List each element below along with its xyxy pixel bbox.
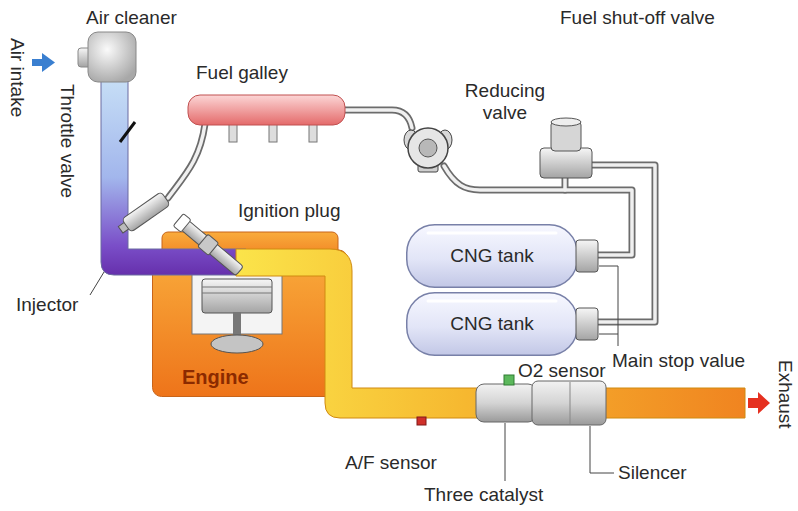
part-label: Three catalyst — [424, 484, 543, 506]
label-anchor: Air intake — [6, 38, 28, 117]
catalyst — [476, 384, 536, 422]
label-anchor: Fuel galley — [196, 62, 288, 84]
part-label: Fuel galley — [196, 62, 288, 84]
label-anchor: Ignition plug — [238, 200, 340, 222]
spark-plug — [173, 214, 245, 278]
label-anchor: Injector — [16, 294, 78, 316]
leader-line — [90, 272, 104, 295]
air-cleaner — [78, 32, 136, 82]
engine-label: Engine — [182, 366, 249, 389]
injector-body — [116, 192, 170, 237]
label-anchor: Throttle valve — [56, 84, 78, 198]
silencer — [532, 381, 606, 425]
main-stop-valve — [576, 240, 598, 340]
part-label: Silencer — [618, 462, 687, 484]
part-label: Ignition plug — [238, 200, 340, 222]
reducing-valve — [404, 128, 452, 172]
cng-tank: CNG tank — [406, 224, 578, 288]
label-anchor: Air cleaner — [86, 7, 177, 29]
leader-line — [505, 423, 614, 481]
label-anchor: Fuel shut-off valve — [560, 7, 715, 29]
throttle-plate — [120, 122, 135, 142]
part-label: Exhaust — [774, 360, 796, 429]
fuel-line — [168, 110, 655, 322]
part-label: Fuel shut-off valve — [560, 7, 715, 29]
label-anchor: Exhaust — [774, 360, 796, 429]
label-anchor: Reducing valve — [455, 80, 555, 124]
part-label: Air intake — [6, 38, 28, 117]
label-anchor: Silencer — [618, 462, 687, 484]
part-label: Main stop value — [612, 350, 745, 372]
part-label: Injector — [16, 294, 78, 316]
part-label: Reducing valve — [455, 80, 555, 124]
label-anchor: O2 sensor — [518, 360, 606, 382]
part-label: O2 sensor — [518, 360, 606, 382]
shutoff-valve — [540, 118, 592, 178]
intake-arrow — [32, 53, 55, 72]
o2-sensor — [504, 375, 514, 385]
part-label: Throttle valve — [56, 84, 78, 198]
label-anchor: A/F sensor — [345, 452, 437, 474]
label-anchor: Three catalyst — [424, 484, 543, 506]
part-label: A/F sensor — [345, 452, 437, 474]
af-sensor — [417, 417, 426, 425]
tank-label: CNG tank — [450, 245, 533, 267]
label-anchor: Main stop value — [612, 350, 745, 372]
exhaust-arrow — [748, 392, 770, 414]
cng-tank: CNG tank — [406, 292, 578, 356]
tank-label: CNG tank — [450, 313, 533, 335]
leader-line — [599, 266, 618, 346]
part-label: Air cleaner — [86, 7, 177, 29]
fuel-rail — [188, 95, 345, 142]
